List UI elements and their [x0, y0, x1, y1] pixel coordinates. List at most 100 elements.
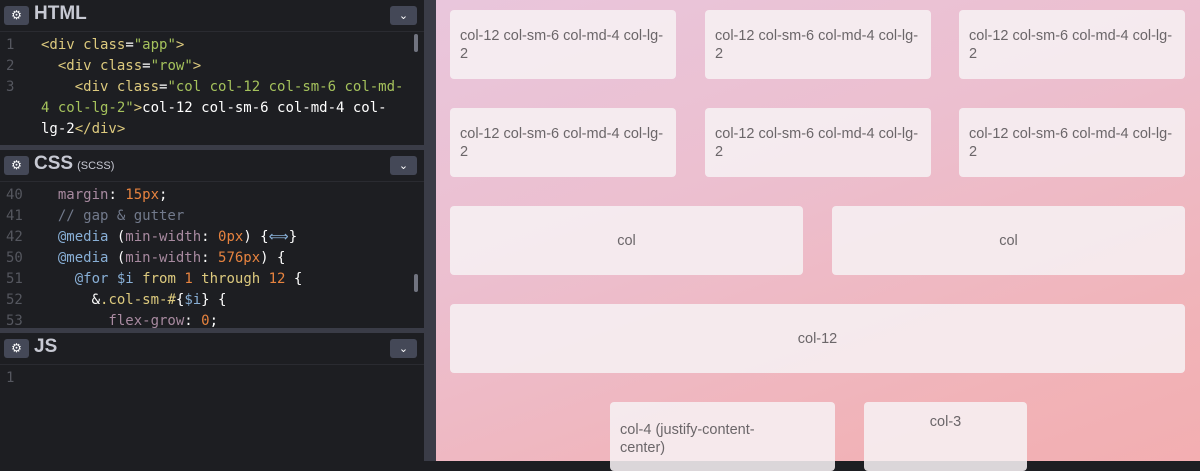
code-token: ( — [116, 250, 126, 266]
gear-icon[interactable]: ⚙ — [4, 156, 29, 175]
scrollbar[interactable] — [414, 34, 418, 52]
code-token: > — [192, 58, 202, 74]
html-panel: ⚙ HTML ⌄ 1<div class="app">2 <div class=… — [0, 0, 424, 145]
grid-box: col-12 col-sm-6 col-md-4 col-lg-2 — [450, 108, 676, 177]
css-panel: ⚙ CSS(SCSS) ⌄ 40 margin: 15px;41 // gap … — [0, 150, 424, 328]
code-token: ) { — [243, 229, 269, 245]
code-token: = — [159, 79, 168, 95]
code-token: 576px — [218, 250, 261, 266]
panel-title: JS — [34, 336, 58, 357]
panel-title: CSS(SCSS) — [34, 153, 114, 175]
editor-pane: ⚙ HTML ⌄ 1<div class="app">2 <div class=… — [0, 0, 424, 461]
code-token: lg-2 — [41, 121, 75, 137]
panel-title-text: CSS — [34, 153, 74, 174]
code-token: from — [142, 271, 185, 287]
html-panel-header: ⚙ HTML ⌄ — [0, 0, 424, 32]
grid-box: col-3 — [864, 402, 1027, 471]
code-token: $i — [116, 271, 143, 287]
line-number: 1 — [6, 37, 15, 53]
code-token: .col-sm-# — [100, 292, 176, 308]
chevron-down-icon[interactable]: ⌄ — [390, 339, 417, 358]
grid-box: col-12 col-sm-6 col-md-4 col-lg-2 — [705, 10, 931, 79]
line-number: 52 — [6, 292, 23, 308]
js-code-editor[interactable]: 1 — [0, 366, 416, 461]
code-token: } { — [201, 292, 227, 308]
code-token: : — [201, 229, 219, 245]
panel-resizer[interactable] — [0, 145, 424, 150]
code-token: col-12 col-sm-6 col-md-4 col- — [142, 100, 387, 116]
scrollbar[interactable] — [414, 274, 418, 292]
code-line: // gap & gutter — [41, 208, 184, 224]
code-token: </div> — [74, 121, 126, 137]
code-token: min-width — [125, 229, 202, 245]
line-number: 3 — [6, 79, 15, 95]
gear-icon[interactable]: ⚙ — [4, 6, 29, 25]
grid-box: col — [450, 206, 803, 275]
gear-icon[interactable]: ⚙ — [4, 339, 29, 358]
code-token: class — [83, 37, 126, 53]
grid-box: col-12 col-sm-6 col-md-4 col-lg-2 — [450, 10, 676, 79]
code-token: > — [133, 100, 143, 116]
panel-resizer[interactable] — [0, 328, 424, 333]
code-token: "col col-12 col-sm-6 col-md- — [167, 79, 404, 95]
code-token: class — [100, 58, 143, 74]
code-line: lg-2</div> — [41, 121, 125, 137]
code-token: & — [41, 292, 101, 308]
code-token: : — [201, 250, 219, 266]
code-token: = — [142, 58, 151, 74]
code-token: 0 — [201, 313, 210, 328]
grid-box: col — [832, 206, 1185, 275]
code-token: 0px — [218, 229, 244, 245]
code-line: flex-grow: 0; — [41, 313, 218, 328]
code-token: class — [116, 79, 160, 95]
code-token: = — [125, 37, 134, 53]
css-panel-header: ⚙ CSS(SCSS) ⌄ — [0, 150, 424, 182]
line-number: 51 — [6, 271, 23, 287]
code-token: ⟺ — [268, 229, 289, 245]
grid-box: col-12 col-sm-6 col-md-4 col-lg-2 — [705, 108, 931, 177]
code-token: min-width — [125, 250, 202, 266]
line-number: 1 — [6, 370, 15, 386]
line-number: 42 — [6, 229, 23, 245]
code-token: <div — [41, 79, 117, 95]
code-token: { — [175, 292, 185, 308]
line-number: 50 — [6, 250, 23, 266]
code-line: <div class="app"> — [41, 37, 184, 53]
code-token: // gap & gutter — [41, 208, 185, 224]
code-token: > — [175, 37, 185, 53]
code-token: ; — [159, 187, 168, 203]
code-line: margin: 15px; — [41, 187, 168, 203]
code-token: } — [288, 229, 298, 245]
chevron-down-icon[interactable]: ⌄ — [390, 6, 417, 25]
code-token: @for — [41, 271, 117, 287]
code-token: : — [108, 187, 126, 203]
grid-box: col-12 col-sm-6 col-md-4 col-lg-2 — [959, 108, 1185, 177]
code-line: <div class="row"> — [41, 58, 201, 74]
code-token: : — [184, 313, 202, 328]
chevron-down-icon[interactable]: ⌄ — [390, 156, 417, 175]
js-panel: ⚙ JS ⌄ 1 — [0, 333, 424, 461]
code-token: 15px — [125, 187, 160, 203]
pane-resizer[interactable] — [424, 0, 436, 461]
code-token: 12 — [268, 271, 294, 287]
code-token: flex-grow — [41, 313, 185, 328]
code-token: 4 col-lg-2" — [41, 100, 134, 116]
line-number: 40 — [6, 187, 23, 203]
code-line: @for $i from 1 through 12 { — [41, 271, 303, 287]
code-token: ( — [116, 229, 126, 245]
code-line: @media (min-width: 576px) { — [41, 250, 286, 266]
code-token: @media — [41, 250, 117, 266]
grid-box: col-4 (justify-content-center) — [610, 402, 835, 471]
code-token: $i — [184, 292, 202, 308]
code-token: ) { — [260, 250, 286, 266]
code-line: 4 col-lg-2">col-12 col-sm-6 col-md-4 col… — [41, 100, 387, 116]
code-token: <div — [41, 37, 84, 53]
html-code-editor[interactable]: 1<div class="app">2 <div class="row">3 <… — [0, 33, 416, 145]
line-number: 53 — [6, 313, 23, 328]
code-line: @media (min-width: 0px) {⟺} — [41, 229, 297, 245]
preprocessor-label: (SCSS) — [77, 160, 115, 172]
code-token: margin — [41, 187, 109, 203]
grid-box: col-12 col-sm-6 col-md-4 col-lg-2 — [959, 10, 1185, 79]
code-token: { — [293, 271, 303, 287]
